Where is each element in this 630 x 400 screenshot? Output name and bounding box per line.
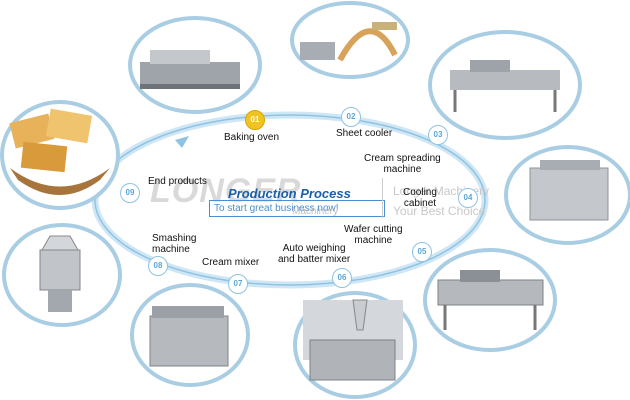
step-label-baking-oven: Baking oven	[224, 132, 280, 143]
watermark-divider	[382, 178, 383, 218]
step-number-01: 01	[245, 110, 265, 130]
wafer-cutting-machine-image	[423, 248, 557, 352]
step-number-09: 09	[120, 183, 140, 203]
step-number-04: 04	[458, 188, 478, 208]
watermark-machinery: Machinery	[292, 206, 339, 217]
step-label-end-products: End products	[148, 176, 207, 187]
production-process-title: Production Process	[228, 186, 351, 201]
step-number-06: 06	[332, 268, 352, 288]
step-label-wafer-cutting: Wafer cutting machine	[344, 224, 403, 246]
sheet-cooler-image	[290, 1, 410, 79]
baking-oven-image	[128, 16, 262, 114]
cream-spreading-machine-image	[428, 30, 582, 140]
step-number-08: 08	[148, 256, 168, 276]
process-ring-line	[94, 114, 486, 286]
step-label-cream-spreading: Cream spreading machine	[364, 153, 441, 175]
end-products-image	[0, 100, 120, 210]
smashing-machine-image	[2, 223, 122, 327]
step-number-05: 05	[412, 242, 432, 262]
step-label-cooling-cabinet: Cooling cabinet	[403, 187, 437, 209]
step-label-cream-mixer: Cream mixer	[202, 257, 260, 268]
cream-mixer-image	[130, 283, 250, 387]
step-number-02: 02	[341, 107, 361, 127]
watermark-brand-line2: Your Best Choice	[393, 204, 486, 218]
step-label-sheet-cooler: Sheet cooler	[336, 128, 393, 139]
production-process-subtitle: To start great business now!	[209, 200, 385, 217]
ring-arrow-icon	[175, 136, 189, 148]
watermark-logo: LONGER	[150, 172, 302, 210]
step-number-03: 03	[428, 125, 448, 145]
batter-mixer-image	[293, 291, 417, 399]
step-label-smashing-machine: Smashing machine	[152, 233, 197, 255]
step-label-batter-mixer: Auto weighing and batter mixer	[278, 243, 351, 265]
cooling-cabinet-image	[504, 145, 630, 245]
step-number-07: 07	[228, 274, 248, 294]
